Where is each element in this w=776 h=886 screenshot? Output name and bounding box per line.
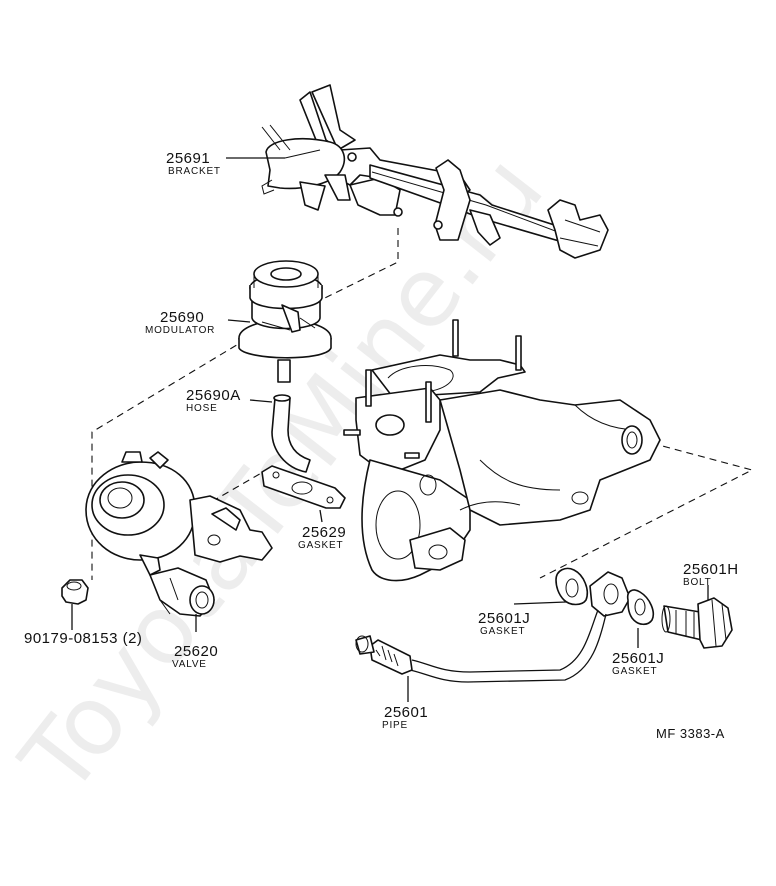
part-number: 25629 bbox=[302, 524, 346, 541]
valve-drawing bbox=[85, 451, 273, 617]
part-name: MODULATOR bbox=[145, 325, 215, 336]
part-label-gasket-right: 25601J GASKET bbox=[612, 628, 664, 677]
part-label-pipe: 25601 PIPE bbox=[382, 676, 428, 731]
part-name: HOSE bbox=[186, 403, 218, 414]
part-label-gasket-left: 25601J GASKET bbox=[478, 601, 567, 637]
part-name: PIPE bbox=[382, 720, 408, 731]
part-name: BOLT bbox=[683, 577, 712, 588]
nut-drawing bbox=[61, 579, 89, 605]
part-number: 25601J bbox=[612, 650, 664, 667]
part-label-valve: 25620 VALVE bbox=[172, 614, 218, 670]
part-number: 25601H bbox=[683, 561, 739, 578]
part-label-modulator: 25690 MODULATOR bbox=[145, 309, 251, 336]
pipe-drawing bbox=[355, 571, 631, 683]
part-name: VALVE bbox=[172, 659, 207, 670]
figure-code: MF 3383-A bbox=[656, 726, 725, 741]
bracket-drawing bbox=[261, 84, 609, 259]
part-name: GASKET bbox=[612, 666, 657, 677]
part-label-hose: 25690A HOSE bbox=[186, 387, 273, 414]
part-label-bracket: 25691 BRACKET bbox=[166, 150, 285, 177]
gasket-drawing bbox=[261, 465, 346, 509]
bolt-drawing bbox=[661, 597, 733, 649]
part-number: 25690 bbox=[160, 309, 204, 326]
part-label-gasket-25629: 25629 GASKET bbox=[298, 509, 346, 551]
part-name: GASKET bbox=[480, 626, 525, 637]
part-name: GASKET bbox=[298, 540, 343, 551]
part-label-nut: 90179-08153 (2) bbox=[24, 604, 142, 647]
hose-drawing bbox=[271, 394, 311, 473]
part-label-bolt: 25601H BOLT bbox=[683, 561, 739, 600]
part-number: 25690A bbox=[186, 387, 241, 404]
part-number: 25601J bbox=[478, 610, 530, 627]
manifold-drawing bbox=[343, 319, 661, 582]
part-number: 25620 bbox=[174, 643, 218, 660]
modulator-drawing bbox=[238, 260, 332, 383]
part-number: 25691 bbox=[166, 150, 210, 167]
part-number: 90179-08153 (2) bbox=[24, 630, 142, 647]
gasket-25601j-right-drawing bbox=[626, 589, 655, 626]
gasket-25601j-left-drawing bbox=[555, 567, 589, 606]
part-name: BRACKET bbox=[168, 166, 221, 177]
part-number: 25601 bbox=[384, 704, 428, 721]
